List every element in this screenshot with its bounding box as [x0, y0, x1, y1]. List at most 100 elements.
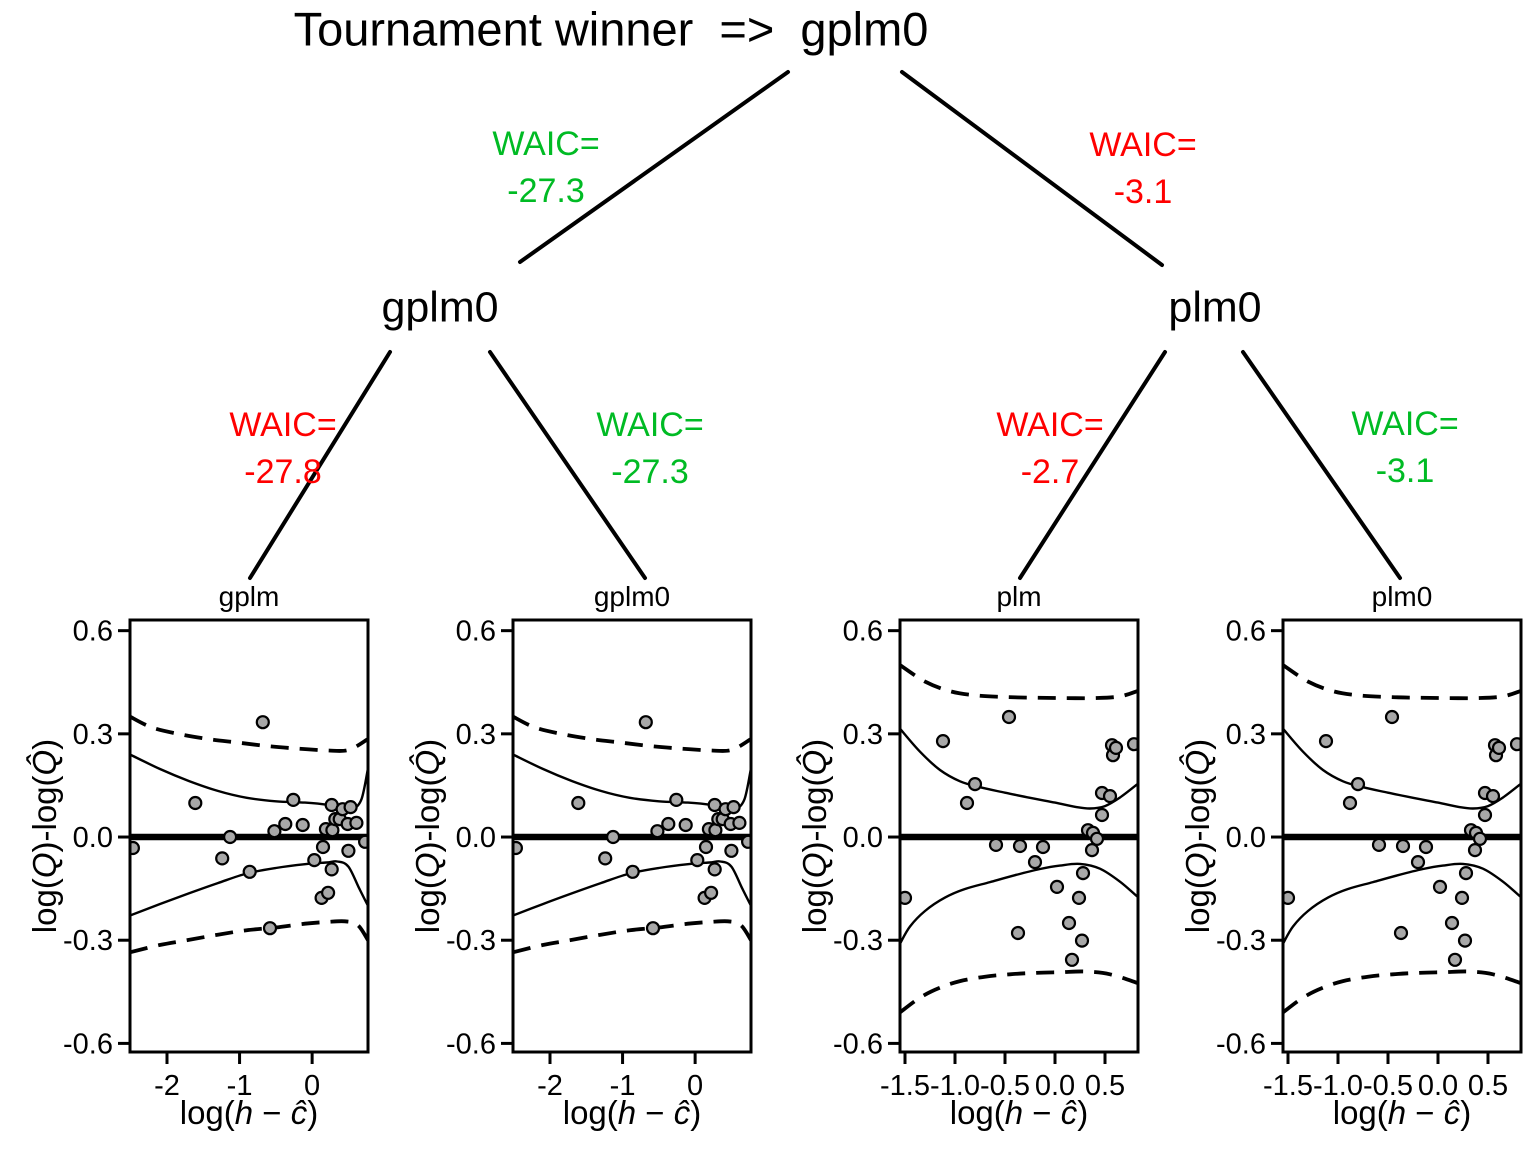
- data-point: [1454, 890, 1470, 906]
- data-point: [1084, 842, 1100, 858]
- data-point: [1447, 952, 1463, 967]
- y-tick-label: 0.3: [73, 719, 113, 751]
- y-tick-label: -0.3: [446, 925, 496, 957]
- data-point: [1071, 890, 1087, 906]
- plot-data-area: [130, 714, 368, 955]
- x-tick-label: -0.5: [980, 1070, 1030, 1102]
- data-point: [1001, 709, 1017, 725]
- upper-dashed-band: [900, 663, 1138, 701]
- axis-label-part: Q: [26, 852, 63, 878]
- plot-data-area: [900, 663, 1138, 1014]
- data-point: [1074, 933, 1090, 948]
- x-axis-title: log(h − ĉ): [1333, 1094, 1472, 1131]
- x-tick-label: -2: [154, 1070, 180, 1102]
- data-point: [1089, 831, 1105, 846]
- data-point: [1384, 709, 1400, 725]
- data-point: [1432, 879, 1448, 895]
- waic-label-plm0: WAIC= -3.1: [1351, 401, 1458, 495]
- y-tick-label: 0.0: [843, 822, 883, 854]
- plot-title: gplm0: [594, 581, 670, 612]
- data-point: [267, 824, 282, 839]
- axis-label-part: ): [796, 739, 833, 750]
- axis-label-part: ): [307, 1094, 318, 1131]
- y-tick-label: -0.6: [1216, 1028, 1266, 1060]
- data-point: [638, 715, 653, 730]
- data-point: [661, 816, 676, 832]
- x-axis-title: log(h − ĉ): [950, 1094, 1089, 1131]
- data-point: [1457, 933, 1473, 948]
- axis-label-part: ): [409, 739, 446, 750]
- lower-dashed-band: [130, 919, 368, 955]
- plot-title: plm0: [1372, 581, 1433, 612]
- axis-label-part: log(: [409, 878, 446, 933]
- upper-solid-band: [1283, 727, 1521, 810]
- x-axis-title: log(h − ĉ): [563, 1094, 702, 1131]
- axis-label-part: ĉ: [1061, 1094, 1078, 1131]
- data-point: [707, 862, 722, 877]
- plot-title: plm: [996, 581, 1041, 612]
- data-point: [726, 799, 741, 815]
- data-point: [703, 885, 719, 900]
- waic-value: -2.7: [1020, 453, 1080, 491]
- plot-data-area: [513, 714, 751, 955]
- axis-label-part: −: [1023, 1094, 1061, 1131]
- y-tick-label: -0.6: [63, 1028, 113, 1060]
- data-point: [307, 852, 322, 868]
- x-tick-label: -1.0: [1313, 1070, 1363, 1102]
- axis-label-part: ): [1179, 739, 1216, 750]
- x-tick-label: -1.5: [1263, 1070, 1313, 1102]
- y-tick-label: 0.6: [843, 616, 883, 648]
- data-point: [315, 839, 331, 855]
- waic-label-root-left: WAIC= -27.3: [492, 121, 599, 215]
- data-point: [255, 715, 270, 730]
- axis-label-part: Q̂: [1179, 750, 1216, 776]
- waic-value: -3.1: [1113, 173, 1173, 211]
- waic-keyword: WAIC=: [996, 406, 1104, 444]
- x-tick-label: -1.0: [930, 1070, 980, 1102]
- data-point: [1472, 831, 1488, 846]
- data-point: [645, 921, 661, 936]
- data-point: [324, 862, 339, 877]
- x-tick-label: -2: [537, 1070, 563, 1102]
- y-tick-label: 0.6: [1226, 616, 1266, 648]
- lower-dashed-band: [1283, 969, 1521, 1014]
- data-point: [1491, 740, 1507, 756]
- y-axis-title: log(Q)-log(Q̂): [26, 739, 63, 933]
- figure-title: Tournament winner => gplm0: [293, 2, 929, 56]
- data-point: [1444, 915, 1460, 931]
- waic-label-root-right: WAIC= -3.1: [1089, 122, 1196, 216]
- data-point: [988, 837, 1004, 853]
- data-point: [1485, 788, 1501, 804]
- axis-label-part: log(: [180, 1094, 235, 1131]
- y-tick-label: -0.3: [1216, 925, 1266, 957]
- data-point: [1012, 838, 1028, 854]
- data-point: [741, 834, 751, 849]
- axis-label-part: Q̂: [26, 750, 63, 776]
- data-point: [1371, 837, 1387, 853]
- data-point: [1318, 733, 1334, 749]
- data-point: [1010, 925, 1026, 941]
- axis-label-part: ĉ: [674, 1094, 691, 1131]
- y-tick-label: 0.0: [456, 822, 496, 854]
- data-point: [1410, 854, 1426, 870]
- data-point: [188, 795, 203, 811]
- data-point: [724, 843, 739, 858]
- data-point: [690, 852, 705, 868]
- tree-edge-plm0-to-plm: [1018, 350, 1167, 580]
- y-tick-label: -0.3: [63, 925, 113, 957]
- data-point: [1027, 854, 1043, 870]
- data-point: [1477, 807, 1493, 823]
- upper-solid-band: [900, 727, 1138, 810]
- waic-keyword: WAIC=: [1089, 126, 1197, 164]
- data-point: [571, 795, 586, 811]
- waic-label-gplm0: WAIC= -27.3: [596, 402, 703, 496]
- data-point: [1467, 842, 1483, 858]
- axis-label-part: Q: [796, 852, 833, 878]
- data-point: [341, 843, 356, 858]
- axis-label-part: log(: [1179, 878, 1216, 933]
- axis-label-part: log(: [796, 878, 833, 933]
- data-point: [1342, 795, 1358, 811]
- data-point: [678, 817, 693, 833]
